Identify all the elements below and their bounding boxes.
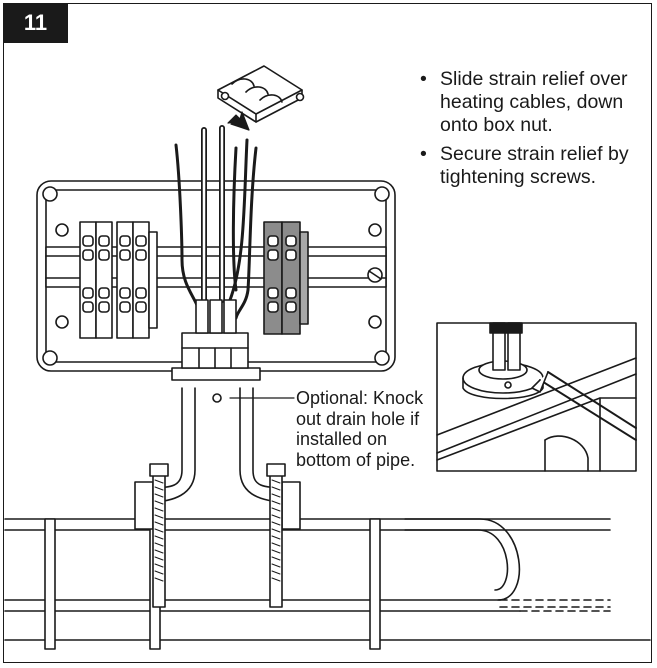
pipe-straps — [44, 518, 381, 650]
instruction-list: • Slide strain relief over heating cable… — [418, 68, 648, 195]
instruction-item: • Slide strain relief over heating cable… — [418, 68, 648, 137]
step-number-badge: 11 — [3, 3, 68, 43]
pipe — [4, 518, 651, 641]
support-stand — [134, 387, 301, 608]
heating-cables — [174, 125, 258, 334]
bullet: • — [420, 143, 427, 165]
instruction-item: • Secure strain relief by tightening scr… — [418, 143, 648, 189]
bullet: • — [420, 68, 427, 90]
drain-hole-callout: Optional: Knock out drain hole if instal… — [296, 388, 446, 470]
instruction-text: Secure strain relief by tightening screw… — [440, 143, 629, 188]
step-number: 11 — [23, 10, 48, 35]
terminal-block-left — [79, 221, 158, 339]
strain-relief — [217, 65, 305, 123]
instruction-text: Slide strain relief over heating cables,… — [440, 68, 628, 136]
callout-text: Optional: Knock out drain hole if instal… — [296, 388, 424, 470]
detail-inset — [436, 322, 637, 472]
direction-arrow — [227, 111, 250, 131]
terminal-block-right — [263, 221, 309, 335]
